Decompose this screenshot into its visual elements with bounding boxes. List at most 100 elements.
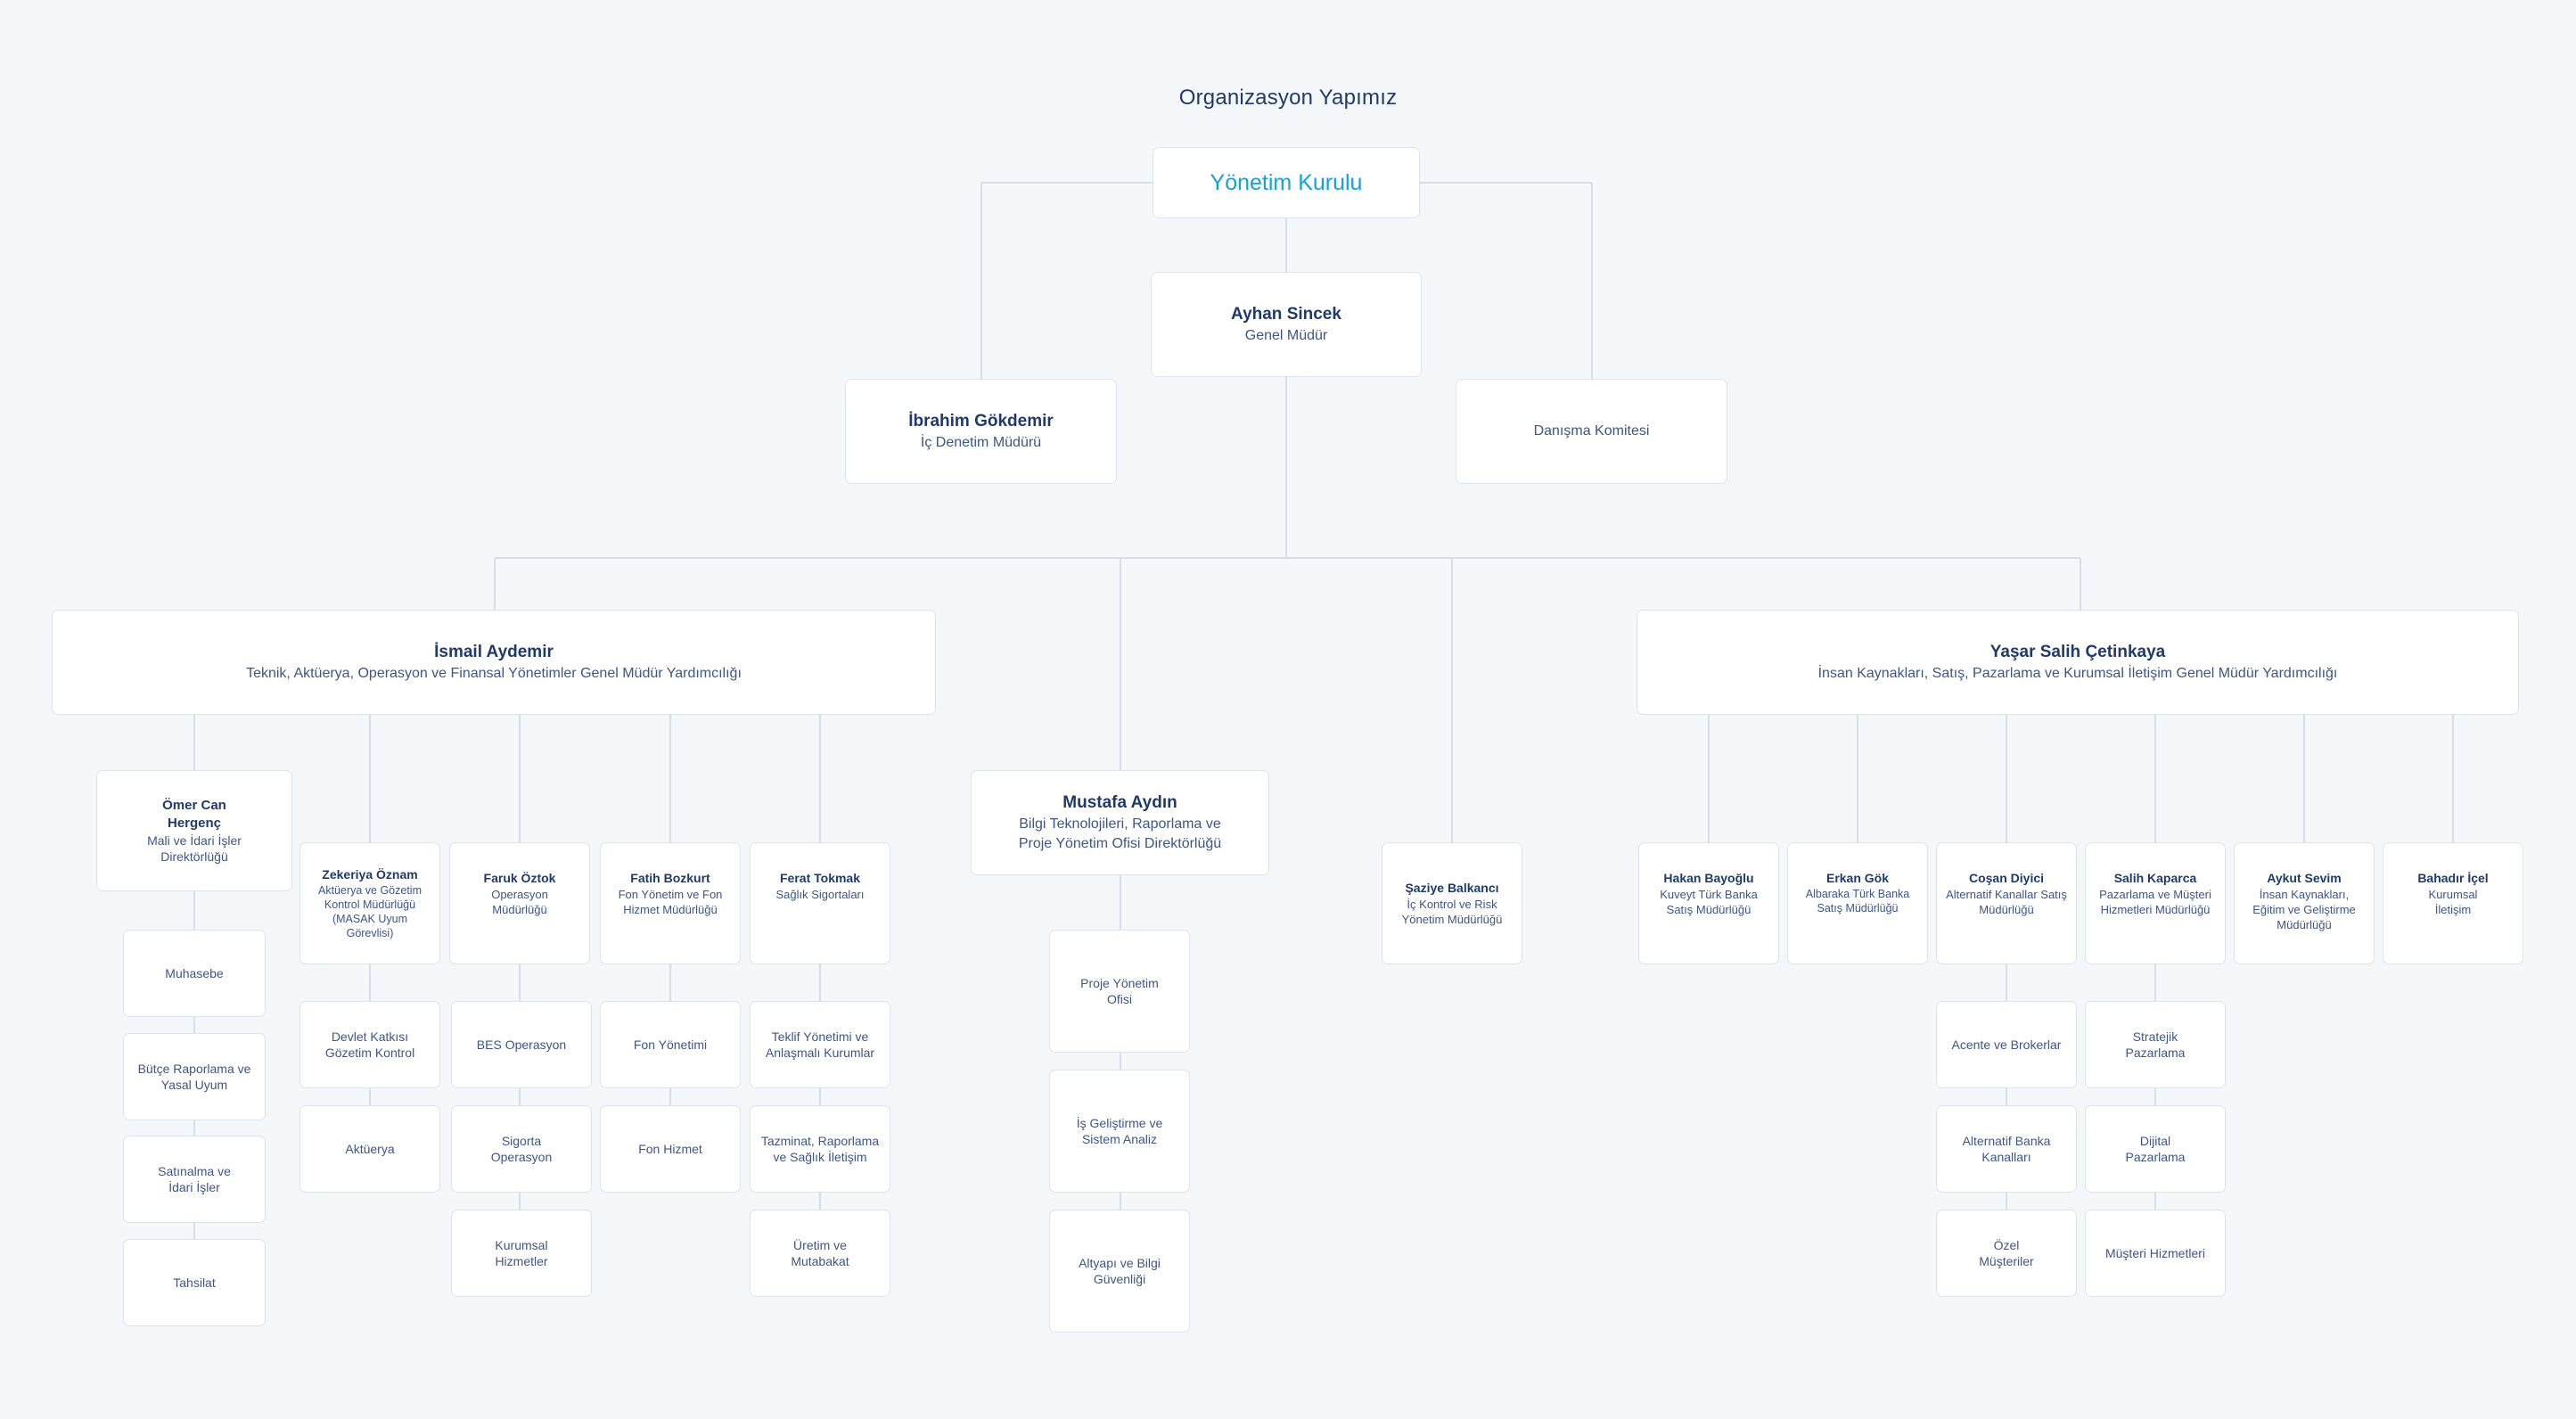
person-role: Albaraka Türk Banka Satış Müdürlüğü bbox=[1805, 888, 1910, 915]
unit-omer-can-hergenc[interactable]: Ömer Can Hergenç Mali ve İdari İşler Dir… bbox=[96, 770, 292, 891]
unit-ferat-tokmak[interactable]: Ferat Tokmak Sağlık Sigortaları bbox=[750, 842, 890, 964]
sub-unit[interactable]: Müşteri Hizmetleri bbox=[2085, 1210, 2226, 1297]
sub-unit[interactable]: Fon Yönetimi bbox=[600, 1001, 741, 1088]
sub-unit-label: Proje Yönetim Ofisi bbox=[1080, 976, 1159, 1006]
sub-unit[interactable]: Tazminat, Raporlama ve Sağlık İletişim bbox=[750, 1105, 890, 1193]
sub-unit[interactable]: Alternatif Banka Kanalları bbox=[1936, 1105, 2077, 1193]
sub-unit[interactable]: Stratejik Pazarlama bbox=[2085, 1001, 2226, 1088]
sub-unit[interactable]: Bütçe Raporlama ve Yasal Uyum bbox=[123, 1033, 266, 1120]
page-title: Organizasyon Yapımız bbox=[1178, 86, 1398, 110]
sub-unit-label: İş Geliştirme ve Sistem Analiz bbox=[1076, 1116, 1163, 1146]
vp2-box[interactable]: Yaşar Salih Çetinkaya İnsan Kaynakları, … bbox=[1637, 610, 2519, 715]
sub-unit-label: Stratejik Pazarlama bbox=[2125, 1029, 2186, 1060]
sub-unit-label: Tahsilat bbox=[173, 1275, 216, 1290]
sub-unit[interactable]: Üretim ve Mutabakat bbox=[750, 1210, 890, 1297]
sub-unit-label: Bütçe Raporlama ve Yasal Uyum bbox=[137, 1062, 251, 1092]
sub-unit-label: Müşteri Hizmetleri bbox=[2104, 1246, 2205, 1260]
sub-unit-label: Teklif Yönetimi ve Anlaşmalı Kurumlar bbox=[765, 1029, 875, 1060]
person-name: Aykut Sevim bbox=[2267, 871, 2342, 885]
it-box[interactable]: Mustafa Aydın Bilgi Teknolojileri, Rapor… bbox=[971, 770, 1269, 875]
person-role: Fon Yönetim ve Fon Hizmet Müdürlüğü bbox=[618, 888, 723, 916]
person-role: Alternatif Kanallar Satış Müdürlüğü bbox=[1946, 888, 2067, 916]
sub-unit[interactable]: Proje Yönetim Ofisi bbox=[1049, 930, 1190, 1053]
sub-unit[interactable]: Özel Müşteriler bbox=[1936, 1210, 2077, 1297]
sub-unit-label: Dijital Pazarlama bbox=[2125, 1134, 2186, 1164]
person-name: İsmail Aydemir bbox=[434, 643, 554, 661]
person-name: Bahadır İçel bbox=[2417, 871, 2489, 885]
person-role: Genel Müdür bbox=[1244, 328, 1328, 343]
person-role: Operasyon Müdürlüğü bbox=[491, 888, 548, 916]
sub-unit-label: Muhasebe bbox=[165, 966, 224, 980]
sub-unit-label: Satınalma ve İdari İşler bbox=[158, 1164, 231, 1194]
unit-hakan-bayoglu[interactable]: Hakan Bayoğlu Kuveyt Türk Banka Satış Mü… bbox=[1638, 842, 1779, 964]
sub-unit[interactable]: Muhasebe bbox=[123, 930, 266, 1017]
person-role: Aktüerya ve Gözetim Kontrol Müdürlüğü (M… bbox=[317, 884, 422, 939]
sub-unit[interactable]: Sigorta Operasyon bbox=[451, 1105, 592, 1193]
unit-faruk-oztok[interactable]: Faruk Öztok Operasyon Müdürlüğü bbox=[449, 842, 590, 964]
person-role: İç Denetim Müdürü bbox=[920, 435, 1042, 450]
unit-bahadir-icel[interactable]: Bahadır İçel Kurumsal İletişim bbox=[2383, 842, 2523, 964]
sub-unit[interactable]: Acente ve Brokerlar bbox=[1936, 1001, 2077, 1088]
person-name: Erkan Gök bbox=[1825, 871, 1890, 885]
sub-unit[interactable]: Aktüerya bbox=[299, 1105, 440, 1193]
sub-unit[interactable]: Altyapı ve Bilgi Güvenliği bbox=[1049, 1210, 1190, 1333]
unit-erkan-gok[interactable]: Erkan Gök Albaraka Türk Banka Satış Müdü… bbox=[1787, 842, 1928, 964]
audit-box[interactable]: İbrahim Gökdemir İç Denetim Müdürü bbox=[845, 379, 1117, 484]
sub-unit-label: Aktüerya bbox=[345, 1142, 395, 1156]
sub-unit[interactable]: Kurumsal Hizmetler bbox=[451, 1210, 592, 1297]
sub-unit-label: BES Operasyon bbox=[476, 1038, 567, 1052]
person-name: İbrahim Gökdemir bbox=[908, 412, 1054, 431]
person-name: Şaziye Balkancı bbox=[1405, 881, 1499, 895]
unit-fatih-bozkurt[interactable]: Fatih Bozkurt Fon Yönetim ve Fon Hizmet … bbox=[600, 842, 741, 964]
sub-unit[interactable]: Dijital Pazarlama bbox=[2085, 1105, 2226, 1193]
person-role: Kurumsal İletişim bbox=[2428, 888, 2478, 916]
risk-box[interactable]: Şaziye Balkancı İç Kontrol ve Risk Yönet… bbox=[1382, 842, 1522, 964]
sub-unit[interactable]: Devlet Katkısı Gözetim Kontrol bbox=[299, 1001, 440, 1088]
person-name: Mustafa Aydın bbox=[1062, 793, 1177, 812]
advisory-box[interactable]: Danışma Komitesi bbox=[1456, 379, 1727, 484]
board-box[interactable]: Yönetim Kurulu bbox=[1153, 147, 1420, 218]
sub-unit-label: Altyapı ve Bilgi Güvenliği bbox=[1079, 1256, 1161, 1286]
person-name: Hakan Bayoğlu bbox=[1663, 871, 1754, 885]
committee-label: Danışma Komitesi bbox=[1533, 423, 1650, 439]
person-name: Ömer Can Hergenç bbox=[162, 798, 226, 831]
person-name: Ferat Tokmak bbox=[780, 871, 860, 885]
person-role: Mali ve İdari İşler Direktörlüğü bbox=[147, 833, 242, 864]
sub-unit-label: Acente ve Brokerlar bbox=[1951, 1038, 2062, 1052]
person-role: Teknik, Aktüerya, Operasyon ve Finansal … bbox=[246, 666, 742, 681]
unit-aykut-sevim[interactable]: Aykut Sevim İnsan Kaynakları, Eğitim ve … bbox=[2234, 842, 2375, 964]
person-name: Yaşar Salih Çetinkaya bbox=[1989, 643, 2166, 661]
person-role: İç Kontrol ve Risk Yönetim Müdürlüğü bbox=[1401, 898, 1503, 926]
person-role: İnsan Kaynakları, Eğitim ve Geliştirme M… bbox=[2252, 888, 2356, 931]
sub-unit-label: Tazminat, Raporlama ve Sağlık İletişim bbox=[760, 1134, 880, 1164]
person-role: Bilgi Teknolojileri, Raporlama ve Proje … bbox=[1018, 816, 1222, 851]
sub-unit-label: Kurumsal Hizmetler bbox=[495, 1238, 548, 1268]
sub-unit-label: Sigorta Operasyon bbox=[490, 1134, 553, 1164]
sub-unit[interactable]: Teklif Yönetimi ve Anlaşmalı Kurumlar bbox=[750, 1001, 890, 1088]
person-role: Kuveyt Türk Banka Satış Müdürlüğü bbox=[1660, 888, 1758, 916]
unit-salih-kaparca[interactable]: Salih Kaparca Pazarlama ve Müşteri Hizme… bbox=[2085, 842, 2226, 964]
person-name: Salih Kaparca bbox=[2113, 871, 2197, 885]
unit-zekeriya-oznam[interactable]: Zekeriya Öznam Aktüerya ve Gözetim Kontr… bbox=[299, 842, 440, 964]
person-name: Zekeriya Öznam bbox=[322, 867, 418, 882]
sub-unit[interactable]: Satınalma ve İdari İşler bbox=[123, 1136, 266, 1223]
sub-unit-label: Devlet Katkısı Gözetim Kontrol bbox=[324, 1029, 415, 1060]
sub-unit[interactable]: BES Operasyon bbox=[451, 1001, 592, 1088]
sub-unit[interactable]: Tahsilat bbox=[123, 1239, 266, 1326]
person-role: İnsan Kaynakları, Satış, Pazarlama ve Ku… bbox=[1817, 666, 2338, 681]
unit-cosan-diyici[interactable]: Coşan Diyici Alternatif Kanallar Satış M… bbox=[1936, 842, 2077, 964]
sub-unit-label: Alternatif Banka Kanalları bbox=[1962, 1134, 2051, 1164]
sub-unit-label: Üretim ve Mutabakat bbox=[791, 1238, 849, 1268]
person-role: Sağlık Sigortaları bbox=[775, 888, 865, 901]
person-name: Ayhan Sincek bbox=[1231, 305, 1341, 324]
sub-unit[interactable]: Fon Hizmet bbox=[600, 1105, 741, 1193]
sub-unit[interactable]: İş Geliştirme ve Sistem Analiz bbox=[1049, 1070, 1190, 1193]
sub-unit-label: Fon Yönetimi bbox=[633, 1038, 708, 1052]
vp1-box[interactable]: İsmail Aydemir Teknik, Aktüerya, Operasy… bbox=[52, 610, 936, 715]
sub-unit-label: Fon Hizmet bbox=[638, 1142, 702, 1156]
ceo-box[interactable]: Ayhan Sincek Genel Müdür bbox=[1151, 272, 1422, 377]
person-name: Fatih Bozkurt bbox=[630, 871, 710, 885]
sub-unit-label: Özel Müşteriler bbox=[1979, 1238, 2034, 1268]
person-name: Faruk Öztok bbox=[483, 871, 556, 885]
person-role: Pazarlama ve Müşteri Hizmetleri Müdürlüğ… bbox=[2099, 888, 2211, 916]
